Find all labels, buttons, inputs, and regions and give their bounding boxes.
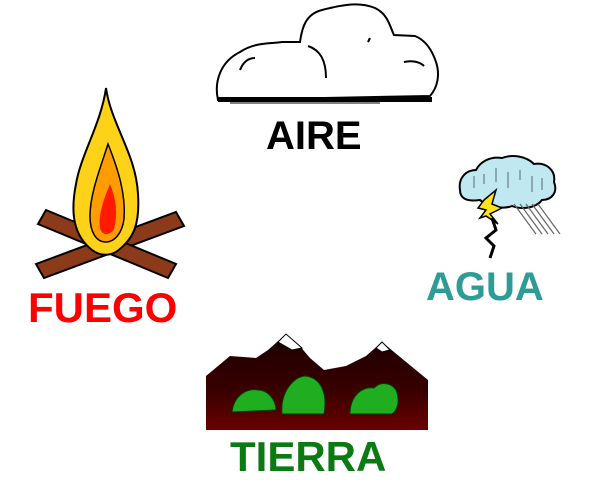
- fuego-label: FUEGO: [28, 284, 178, 331]
- cloud-icon: [215, 3, 439, 104]
- tierra-label: TIERRA: [230, 433, 387, 480]
- storm-cloud-icon: [458, 155, 561, 259]
- aire-label: AIRE: [266, 114, 362, 158]
- campfire-icon: [34, 87, 186, 280]
- mountains-icon: [206, 333, 428, 430]
- agua-label: AGUA: [426, 265, 544, 309]
